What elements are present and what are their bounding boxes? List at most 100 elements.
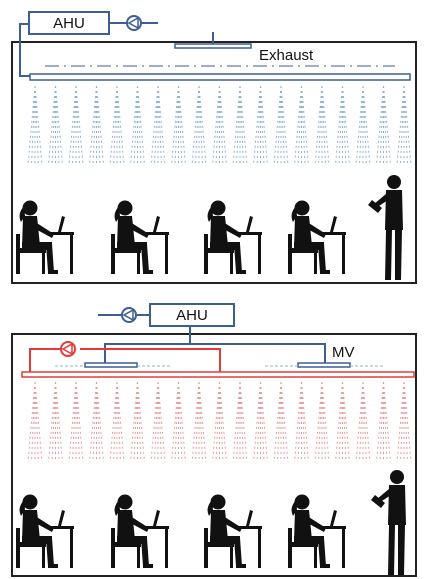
mv-label: MV bbox=[332, 344, 355, 361]
air-diffuser-icon bbox=[383, 381, 391, 463]
air-diffuser-icon bbox=[72, 381, 77, 463]
air-diffuser-icon bbox=[133, 381, 138, 463]
air-diffuser-icon bbox=[55, 381, 63, 463]
air-diffuser-icon bbox=[239, 381, 248, 463]
air-diffuser-icon bbox=[253, 85, 261, 166]
air-diffuser-icon bbox=[379, 381, 384, 463]
air-diffuser-icon bbox=[137, 381, 142, 463]
air-diffuser-icon bbox=[256, 381, 261, 463]
air-diffuser-icon bbox=[301, 85, 306, 166]
air-diffuser-icon bbox=[109, 85, 118, 166]
bottom-fan-icon bbox=[121, 307, 137, 323]
air-diffuser-icon bbox=[198, 381, 203, 463]
air-diffuser-icon bbox=[321, 381, 326, 463]
air-diffuser-icon bbox=[342, 381, 347, 463]
air-diffuser-icon bbox=[239, 85, 248, 166]
air-diffuser-icon bbox=[335, 85, 343, 166]
air-diffuser-icon bbox=[48, 381, 56, 463]
air-diffuser-icon bbox=[219, 381, 227, 463]
exhaust-duct bbox=[174, 43, 252, 49]
air-diffuser-icon bbox=[157, 381, 162, 463]
top-teacher-icon bbox=[368, 175, 403, 280]
air-diffuser-icon bbox=[92, 381, 97, 463]
bottom-supply-air-spray bbox=[27, 381, 412, 463]
air-diffuser-icon bbox=[383, 85, 388, 166]
air-diffuser-icon bbox=[338, 85, 343, 166]
air-diffuser-icon bbox=[321, 85, 330, 166]
air-diffuser-icon bbox=[376, 381, 384, 463]
top-supply-duct bbox=[29, 73, 411, 81]
air-diffuser-icon bbox=[321, 381, 330, 463]
air-diffuser-icon bbox=[133, 85, 138, 166]
air-diffuser-icon bbox=[355, 381, 364, 463]
bottom-room-frame bbox=[11, 333, 417, 577]
air-diffuser-icon bbox=[137, 85, 145, 166]
air-diffuser-icon bbox=[318, 85, 323, 166]
air-diffuser-icon bbox=[342, 85, 350, 166]
air-diffuser-icon bbox=[253, 381, 261, 463]
air-diffuser-icon bbox=[51, 381, 56, 463]
air-diffuser-icon bbox=[232, 381, 241, 463]
air-diffuser-icon bbox=[314, 381, 323, 463]
air-diffuser-icon bbox=[297, 381, 302, 463]
air-diffuser-icon bbox=[342, 85, 347, 166]
air-diffuser-icon bbox=[314, 85, 323, 166]
bottom-ahu-box bbox=[149, 303, 235, 327]
air-diffuser-icon bbox=[68, 381, 77, 463]
air-diffuser-icon bbox=[31, 381, 36, 463]
bottom-supply-duct bbox=[21, 371, 415, 378]
air-diffuser-icon bbox=[396, 85, 405, 166]
air-diffuser-icon bbox=[150, 85, 159, 166]
air-diffuser-icon bbox=[174, 381, 179, 463]
air-diffuser-icon bbox=[280, 85, 289, 166]
air-diffuser-icon bbox=[72, 85, 77, 166]
air-diffuser-icon bbox=[51, 85, 56, 166]
air-diffuser-icon bbox=[130, 85, 138, 166]
recirculation-fan-icon bbox=[60, 341, 76, 357]
air-diffuser-icon bbox=[154, 85, 159, 166]
air-diffuser-icon bbox=[359, 381, 364, 463]
air-diffuser-icon bbox=[150, 381, 159, 463]
bottom-teacher-icon bbox=[371, 470, 406, 575]
air-diffuser-icon bbox=[157, 85, 162, 166]
air-diffuser-icon bbox=[198, 85, 203, 166]
mv-diffuser-right bbox=[297, 362, 351, 368]
air-diffuser-icon bbox=[178, 381, 183, 463]
air-diffuser-icon bbox=[260, 381, 268, 463]
air-diffuser-icon bbox=[113, 85, 118, 166]
air-diffuser-icon bbox=[294, 381, 302, 463]
air-diffuser-icon bbox=[198, 381, 207, 463]
air-diffuser-icon bbox=[239, 381, 244, 463]
air-diffuser-icon bbox=[383, 381, 388, 463]
air-diffuser-icon bbox=[31, 85, 36, 166]
bottom-students bbox=[16, 494, 346, 568]
air-diffuser-icon bbox=[34, 85, 39, 166]
air-diffuser-icon bbox=[171, 381, 179, 463]
air-diffuser-icon bbox=[154, 381, 159, 463]
air-diffuser-icon bbox=[335, 381, 343, 463]
air-diffuser-icon bbox=[215, 85, 220, 166]
air-diffuser-icon bbox=[89, 85, 97, 166]
air-diffuser-icon bbox=[342, 381, 350, 463]
air-diffuser-icon bbox=[219, 381, 224, 463]
air-diffuser-icon bbox=[75, 85, 80, 166]
air-diffuser-icon bbox=[219, 85, 224, 166]
air-diffuser-icon bbox=[400, 381, 405, 463]
air-diffuser-icon bbox=[236, 381, 241, 463]
air-diffuser-icon bbox=[113, 381, 118, 463]
air-diffuser-icon bbox=[239, 85, 244, 166]
air-diffuser-icon bbox=[355, 85, 364, 166]
air-diffuser-icon bbox=[96, 381, 104, 463]
top-supply-air-spray bbox=[27, 85, 412, 166]
air-diffuser-icon bbox=[362, 381, 371, 463]
air-diffuser-icon bbox=[130, 381, 138, 463]
air-diffuser-icon bbox=[280, 381, 289, 463]
air-diffuser-icon bbox=[137, 381, 145, 463]
air-diffuser-icon bbox=[75, 381, 80, 463]
air-diffuser-icon bbox=[297, 85, 302, 166]
air-diffuser-icon bbox=[215, 381, 220, 463]
air-diffuser-icon bbox=[277, 85, 282, 166]
air-diffuser-icon bbox=[55, 381, 60, 463]
air-diffuser-icon bbox=[338, 381, 343, 463]
